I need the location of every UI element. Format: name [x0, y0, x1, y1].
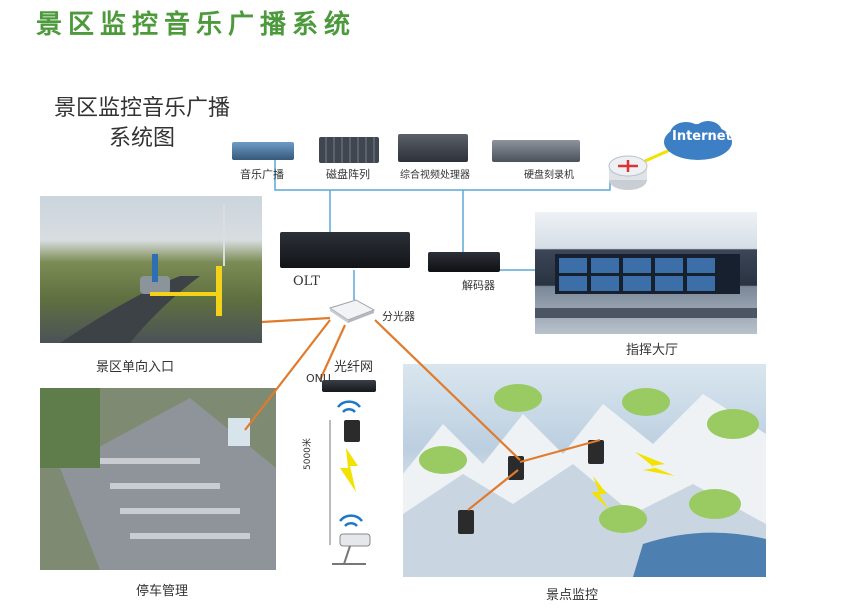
internet-label: Internet	[672, 129, 732, 144]
video-processor-label: 综合视频处理器	[400, 170, 470, 181]
entrance-photo	[40, 196, 262, 343]
onu-device	[322, 380, 376, 392]
entrance-scene	[60, 204, 225, 343]
lightning-icon	[338, 448, 360, 492]
parking-label: 停车管理	[136, 584, 189, 599]
disk-array-device	[319, 137, 379, 163]
camera-icon	[326, 532, 374, 568]
internet-cloud-icon	[662, 118, 734, 162]
wire-splitter-parking	[244, 319, 331, 431]
diagram-title: 景区监控音乐广播 系统图	[44, 94, 240, 154]
diagram-title-line2: 系统图	[108, 126, 175, 151]
router-icon	[608, 152, 648, 192]
scenic-map-photo	[403, 364, 766, 577]
disk-array-label: 磁盘阵列	[326, 168, 370, 181]
fiber-network-label: 光纤网	[334, 360, 374, 375]
scenic-label: 景点监控	[546, 588, 599, 603]
splitter-device	[328, 298, 376, 324]
parking-lot	[40, 388, 276, 570]
wireless-bridge-device	[344, 420, 360, 442]
control-hall-label: 指挥大厅	[626, 343, 679, 358]
wire-scenic1-scenic3	[467, 469, 519, 511]
decoder-label: 解码器	[462, 279, 495, 292]
music-broadcast-device	[232, 142, 294, 160]
wire-splitter-onu	[318, 324, 347, 381]
dvr-label: 硬盘刻录机	[524, 170, 574, 181]
decoder-device	[428, 252, 500, 272]
page-header-title: 景区监控音乐广播系统	[36, 10, 357, 40]
control-hall-photo	[535, 212, 757, 334]
entrance-label: 景区单向入口	[96, 360, 175, 375]
wire-scenic1-scenic2	[519, 438, 601, 464]
video-wall	[535, 254, 757, 318]
scenic-map	[403, 384, 766, 577]
splitter-label: 分光器	[382, 310, 415, 323]
diagram-title-line1: 景区监控音乐广播	[53, 96, 230, 121]
video-processor-device	[398, 134, 468, 162]
olt-label: OLT	[293, 274, 320, 289]
wire-splitter-entrance	[261, 316, 331, 324]
wifi-signal-icon	[334, 398, 364, 420]
olt-device	[280, 232, 410, 268]
music-broadcast-label: 音乐广播	[240, 168, 284, 181]
wire-splitter-scenic1	[374, 319, 521, 461]
dvr-device	[492, 140, 580, 162]
distance-label: 5000米	[303, 438, 313, 470]
wifi-signal-icon-lower	[336, 508, 366, 530]
parking-photo	[40, 388, 276, 570]
